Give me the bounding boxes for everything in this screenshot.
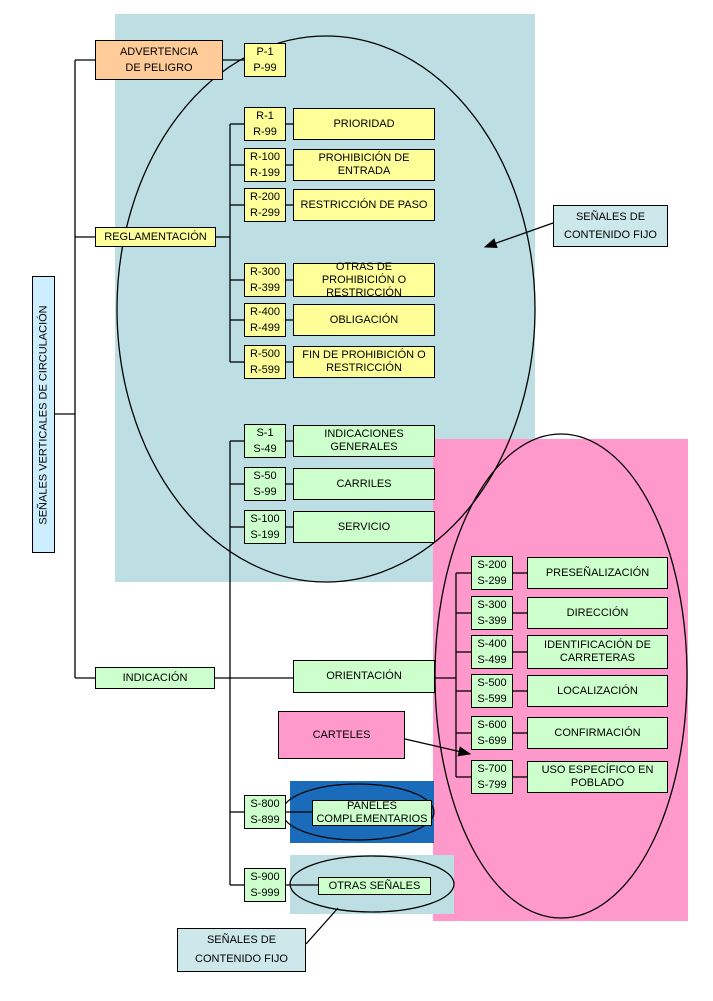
orientacion-items-label: DIRECCIÓN (527, 597, 668, 629)
reglamentacion-items-label: FIN DE PROHIBICIÓN O RESTRICCIÓN (293, 346, 435, 378)
indicacion-items-label: SERVICIO (293, 511, 435, 543)
indicacion-items-label: INDICACIONES GENERALES (293, 425, 435, 457)
reglamentacion-items-label: PRIORIDAD (293, 108, 435, 140)
orientacion-node: ORIENTACIÓN (293, 660, 435, 693)
otras-code: S-900 S-999 (244, 868, 286, 902)
otras-label-box: OTRAS SEÑALES (318, 877, 431, 895)
advertencia-code: P-1 P-99 (244, 43, 286, 77)
advertencia-label-line1: ADVERTENCIA (119, 45, 199, 58)
reglamentacion-node: REGLAMENTACIÓN (95, 227, 216, 247)
indicacion-node: INDICACIÓN (95, 667, 215, 689)
paneles-code: S-800 S-899 (244, 795, 286, 829)
carteles-callout: CARTELES (278, 711, 405, 759)
orientacion-items-label: LOCALIZACIÓN (527, 675, 668, 707)
orientacion-items-label: USO ESPECÍFICO EN POBLADO (527, 761, 668, 793)
reglamentacion-items-label: OBLIGACIÓN (293, 304, 435, 336)
contenido-fijo-callout-top: SEÑALES DE CONTENIDO FIJO (553, 205, 668, 247)
reglamentacion-items-label: RESTRICCIÓN DE PASO (293, 189, 435, 221)
orientacion-items-label: IDENTIFICACIÓN DE CARRETERAS (527, 635, 668, 669)
reglamentacion-items-label: OTRAS DE PROHIBICIÓN O RESTRICCIÓN (293, 261, 435, 299)
advertencia-label-line2: DE PELIGRO (125, 61, 193, 74)
orientacion-items-label: PRESEÑALIZACIÓN (527, 557, 668, 589)
contenido-fijo-callout-bottom: SEÑALES DE CONTENIDO FIJO (177, 928, 306, 972)
indicacion-items-label: CARRILES (293, 468, 435, 500)
advertencia-node: ADVERTENCIA DE PELIGRO (95, 40, 223, 80)
root-node: SEÑALES VERTICALES DE CIRCULACIÓN (32, 276, 55, 553)
reglamentacion-items-label: PROHIBICIÓN DE ENTRADA (293, 149, 435, 181)
paneles-label-box: PANELES COMPLEMENTARIOS (312, 800, 432, 826)
orientacion-items-label: CONFIRMACIÓN (527, 717, 668, 749)
root-label: SEÑALES VERTICALES DE CIRCULACIÓN (37, 304, 50, 525)
